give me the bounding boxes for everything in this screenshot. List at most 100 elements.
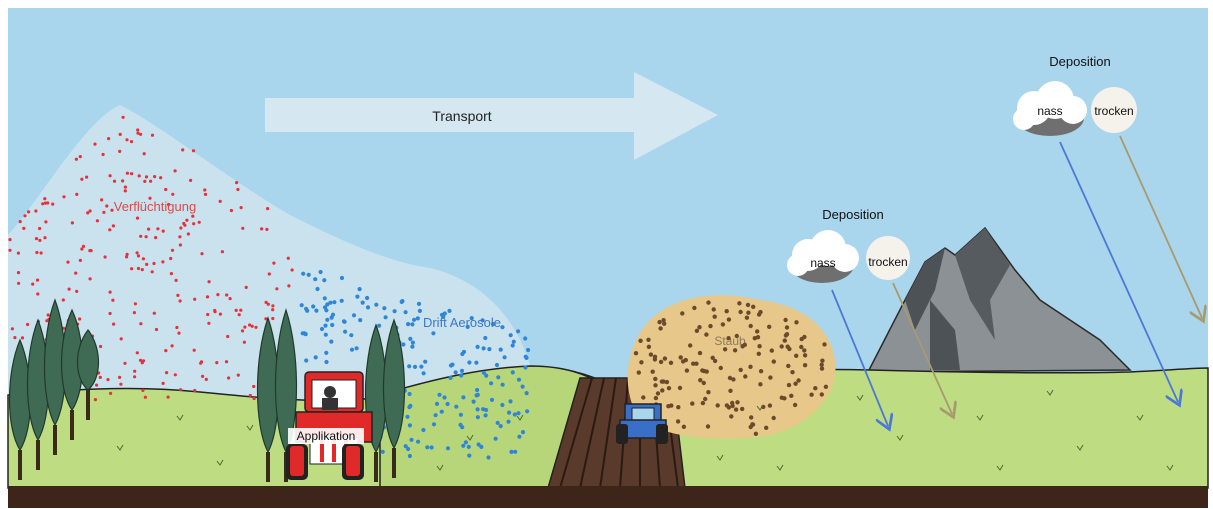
particle	[142, 152, 146, 156]
particle	[17, 281, 21, 285]
wet-deposition-cloud-far	[1013, 81, 1087, 136]
particle	[459, 368, 465, 373]
particle	[110, 208, 114, 212]
particle	[181, 148, 185, 152]
particle	[339, 298, 344, 303]
particle	[182, 221, 186, 226]
particle	[790, 370, 795, 375]
particle	[357, 287, 362, 292]
particle	[513, 449, 518, 454]
particle	[784, 325, 790, 330]
particle	[236, 373, 240, 377]
particle	[237, 313, 241, 317]
particle	[819, 362, 824, 367]
particle	[454, 404, 459, 409]
particle	[227, 376, 231, 380]
dry-label-far: trocken	[1094, 104, 1133, 118]
particle	[299, 303, 304, 308]
particle	[20, 336, 25, 340]
particle	[250, 324, 254, 328]
particle	[750, 422, 755, 427]
particle	[437, 392, 442, 397]
particle	[150, 270, 154, 274]
particle	[322, 296, 327, 301]
dry-deposition-cloud-far	[1091, 87, 1137, 133]
particle	[252, 384, 256, 389]
particle	[235, 181, 239, 185]
particle	[724, 403, 730, 408]
particle	[153, 175, 157, 179]
particle	[417, 308, 422, 313]
particle	[677, 385, 683, 391]
particle	[329, 339, 334, 344]
particle	[67, 287, 71, 291]
particle	[764, 425, 769, 430]
particle	[510, 343, 515, 348]
particle	[13, 336, 17, 340]
particle	[205, 295, 210, 299]
particle	[341, 319, 347, 324]
particle	[313, 355, 318, 360]
particle	[23, 214, 27, 218]
particle	[18, 220, 22, 224]
particle	[401, 342, 406, 347]
particle	[487, 347, 492, 352]
particle	[240, 329, 245, 333]
particle	[408, 336, 413, 341]
particle	[447, 308, 452, 313]
particle	[191, 214, 195, 218]
particle	[712, 314, 717, 319]
particle	[136, 131, 140, 135]
particle	[653, 383, 658, 388]
particle	[61, 298, 65, 302]
particle	[658, 326, 663, 331]
poplar-tree	[77, 329, 99, 391]
dry-deposition-arrow-near	[892, 282, 952, 414]
particle	[365, 305, 371, 310]
particle	[332, 300, 337, 305]
particle	[406, 446, 411, 452]
particle	[8, 238, 12, 242]
particle	[156, 227, 160, 231]
particle	[703, 396, 708, 402]
particle	[144, 235, 148, 239]
particle	[779, 344, 784, 349]
particle	[510, 370, 515, 375]
particle	[88, 249, 92, 253]
particle	[753, 431, 759, 436]
particle	[700, 400, 706, 406]
particle	[107, 137, 111, 141]
particle	[786, 382, 792, 388]
particle	[99, 344, 103, 349]
particle	[771, 359, 776, 364]
particle	[465, 324, 470, 329]
particle	[727, 375, 733, 381]
particle	[489, 397, 495, 402]
particle	[141, 257, 145, 261]
soil-layer	[8, 486, 1208, 508]
particle	[698, 378, 703, 383]
particle	[123, 361, 127, 365]
particle	[254, 325, 258, 329]
particle	[108, 311, 112, 316]
particle	[738, 367, 743, 373]
particle	[203, 192, 208, 196]
particle	[200, 252, 204, 256]
particle	[46, 201, 50, 205]
particle	[339, 275, 345, 281]
particle	[243, 325, 247, 329]
particle	[16, 271, 21, 275]
particle	[118, 132, 122, 136]
particle	[179, 226, 183, 230]
particle	[508, 333, 513, 338]
particle	[175, 325, 179, 330]
particle	[44, 220, 48, 224]
particle	[109, 391, 113, 395]
particle	[655, 391, 661, 396]
particle	[820, 358, 825, 363]
particle	[724, 309, 729, 314]
particle	[265, 227, 269, 231]
particle	[648, 352, 654, 357]
particle	[41, 202, 45, 206]
wet-label-far: nass	[1037, 104, 1062, 118]
